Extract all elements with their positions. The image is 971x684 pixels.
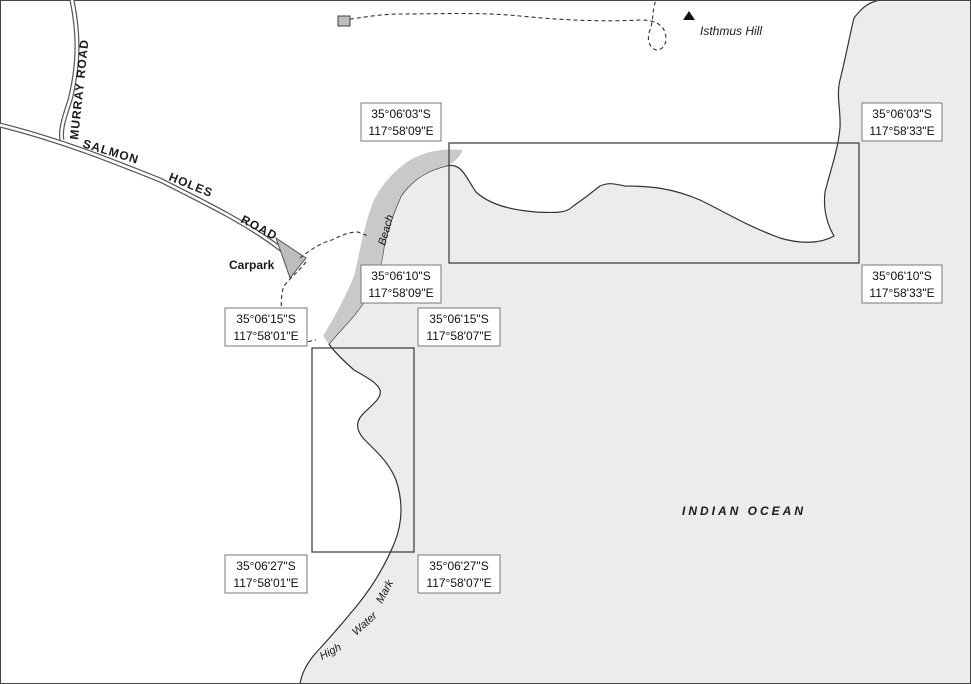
carpark-label: Carpark	[229, 258, 275, 272]
coord-lower-sw: 35°06'27"S 117°58'01"E	[224, 554, 308, 594]
svg-text:35°06'10"S: 35°06'10"S	[371, 269, 430, 283]
coord-lower-nw: 35°06'15"S 117°58'01"E	[224, 307, 308, 347]
coord-upper-sw: 35°06'10"S 117°58'09"E	[360, 264, 442, 304]
svg-text:117°58'09"E: 117°58'09"E	[368, 124, 433, 138]
summit-triangle-icon	[683, 11, 695, 20]
salmon-holes-road	[0, 122, 284, 252]
lower-survey-box	[311, 347, 415, 553]
svg-text:35°06'10"S: 35°06'10"S	[872, 269, 931, 283]
upper-survey-box	[448, 142, 860, 264]
svg-text:117°58'07"E: 117°58'07"E	[426, 329, 491, 343]
isthmus-hill-label: Isthmus Hill	[700, 24, 762, 38]
svg-text:35°06'27"S: 35°06'27"S	[236, 559, 295, 573]
svg-text:35°06'15"S: 35°06'15"S	[429, 312, 488, 326]
svg-text:117°58'09"E: 117°58'09"E	[368, 286, 433, 300]
coord-upper-nw: 35°06'03"S 117°58'09"E	[360, 102, 442, 142]
svg-text:117°58'33"E: 117°58'33"E	[869, 286, 934, 300]
coord-upper-ne: 35°06'03"S 117°58'33"E	[861, 102, 943, 142]
beach-strip	[323, 149, 462, 344]
svg-text:35°06'03"S: 35°06'03"S	[872, 107, 931, 121]
track-marker-shelter	[337, 15, 351, 27]
svg-text:117°58'07"E: 117°58'07"E	[426, 576, 491, 590]
svg-text:117°58'33"E: 117°58'33"E	[869, 124, 934, 138]
svg-text:35°06'15"S: 35°06'15"S	[236, 312, 295, 326]
walking-track-north	[342, 0, 667, 51]
svg-text:35°06'27"S: 35°06'27"S	[429, 559, 488, 573]
coord-lower-ne: 35°06'15"S 117°58'07"E	[417, 307, 501, 347]
coord-lower-se: 35°06'27"S 117°58'07"E	[417, 554, 501, 594]
coord-upper-se: 35°06'10"S 117°58'33"E	[861, 264, 943, 304]
svg-text:117°58'01"E: 117°58'01"E	[233, 329, 298, 343]
svg-text:35°06'03"S: 35°06'03"S	[371, 107, 430, 121]
carpark-area	[275, 236, 307, 280]
svg-text:117°58'01"E: 117°58'01"E	[233, 576, 298, 590]
road-label: ROAD	[239, 212, 280, 243]
indian-ocean-label: INDIAN OCEAN	[682, 504, 806, 518]
